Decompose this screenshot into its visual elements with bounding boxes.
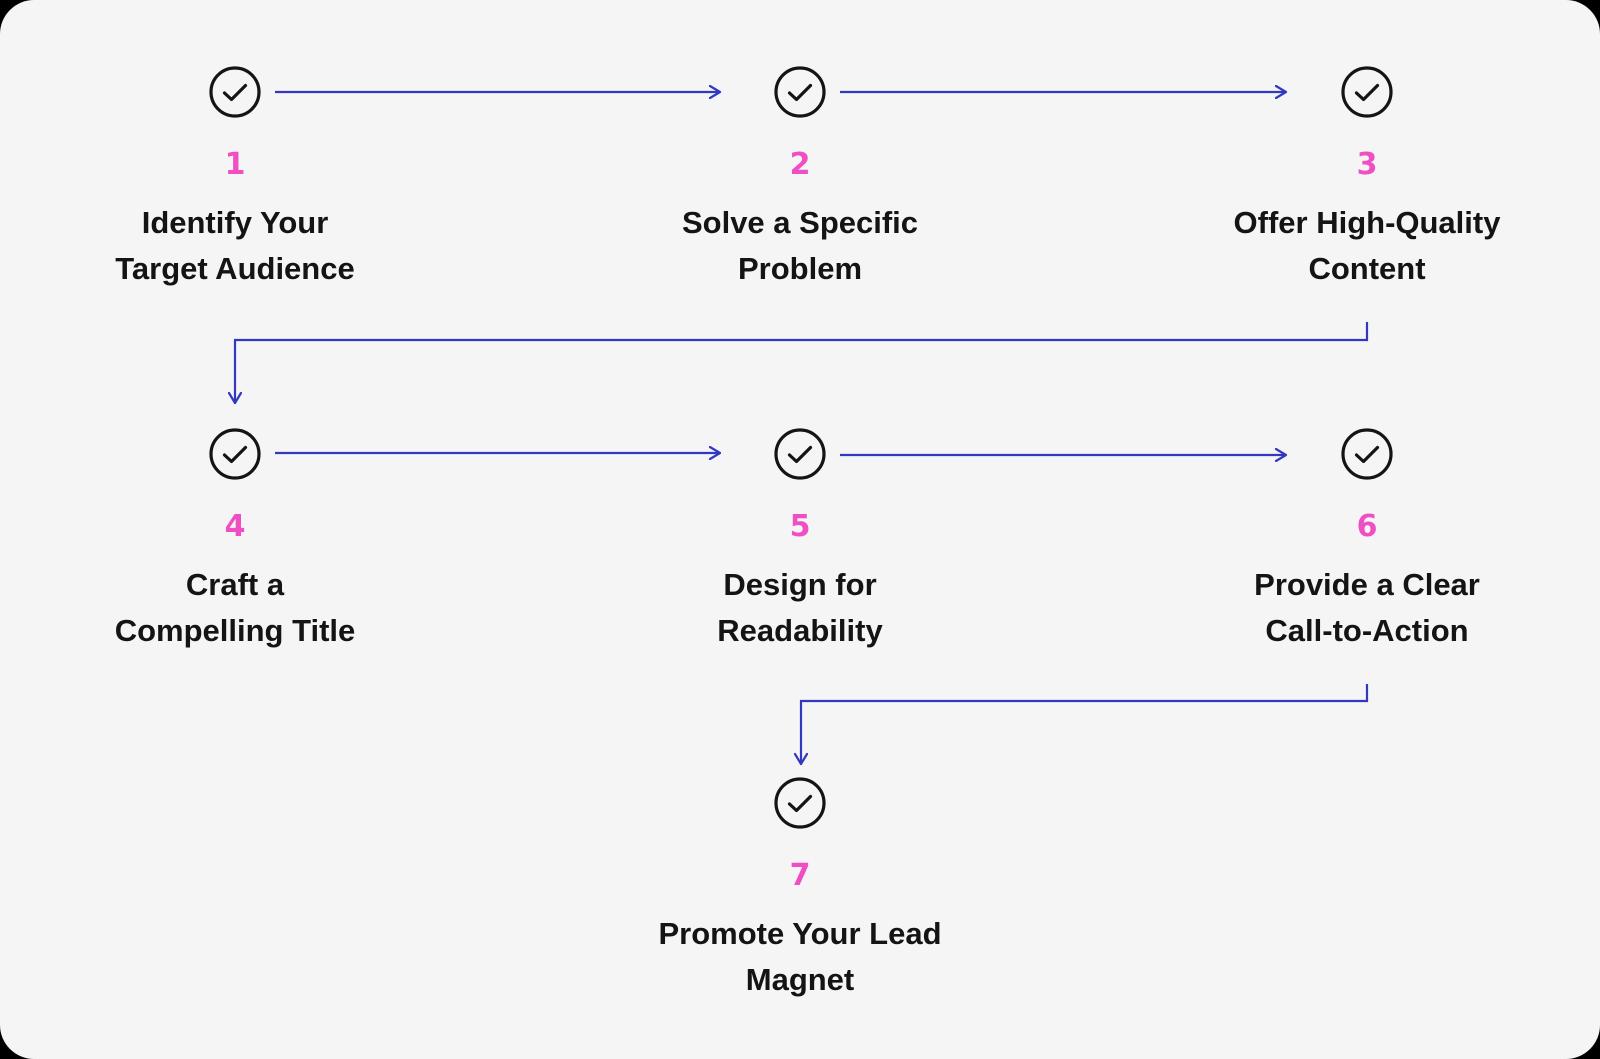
step-title-line: Target Audience — [115, 251, 355, 286]
check-circle-icon — [770, 424, 830, 484]
step-number: 5 — [789, 509, 811, 544]
step-number: 4 — [224, 509, 246, 544]
step-number: 6 — [1356, 509, 1378, 544]
step-title-line: Design for — [723, 567, 877, 602]
step-number: 1 — [224, 147, 246, 182]
check-circle-icon — [205, 424, 265, 484]
step-title: Craft a Compelling Title — [55, 562, 415, 654]
step-title-line: Solve a Specific — [681, 205, 919, 240]
step-number: 2 — [789, 147, 811, 182]
step-title-line: Provide a Clear — [1254, 567, 1480, 602]
step-number: 7 — [789, 858, 811, 893]
step-title-line: Readability — [717, 613, 883, 648]
step-title-line: Offer High-Quality — [1233, 205, 1501, 240]
step-title-line: Craft a — [185, 567, 285, 602]
step-title-line: Compelling Title — [114, 613, 356, 648]
check-circle-icon — [770, 62, 830, 122]
arrow-6-to-7 — [801, 684, 1369, 764]
step-title-line: Call-to-Action — [1265, 613, 1469, 648]
step-title-line: Content — [1308, 251, 1426, 286]
step-title-line: Problem — [737, 251, 863, 286]
step-title-line: Identify Your — [141, 205, 329, 240]
step-title-line: Magnet — [745, 962, 855, 997]
step-number: 3 — [1356, 147, 1378, 182]
step-title-line: Promote Your Lead — [658, 916, 942, 951]
check-circle-icon — [205, 62, 265, 122]
check-circle-icon — [770, 773, 830, 833]
check-circle-icon — [1337, 424, 1397, 484]
check-circle-icon — [1337, 62, 1397, 122]
arrow-3-to-4 — [235, 322, 1369, 403]
